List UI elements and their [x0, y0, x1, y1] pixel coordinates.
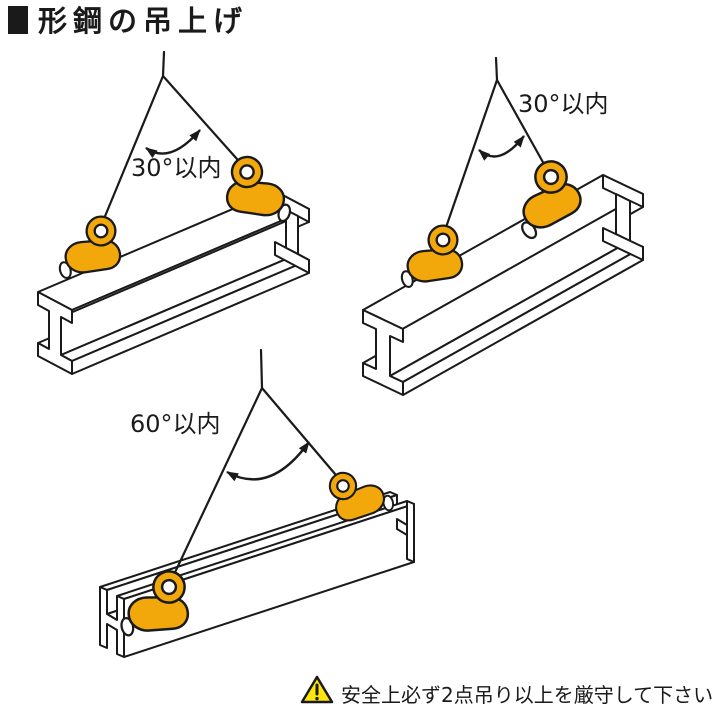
angle-label: 60°以内	[130, 410, 221, 438]
page-title-text: 形鋼の吊上げ	[38, 4, 248, 38]
diagram-30deg-right: 30°以内	[362, 56, 644, 396]
sling-ropes	[168, 348, 343, 585]
angle-label: 30°以内	[518, 90, 609, 118]
warning-text: 安全上必ず2点吊り以上を厳守して下さい。	[341, 683, 713, 707]
diagram-30deg-left: 30°以内	[37, 50, 310, 375]
angle-arc-arrow	[226, 441, 310, 482]
angle-arc-arrow	[478, 135, 525, 161]
page-title: 形鋼の吊上げ	[8, 4, 248, 38]
title-square-bullet	[8, 6, 28, 34]
h-beam-on-side	[99, 491, 415, 658]
warning-triangle-icon	[300, 675, 334, 704]
angle-label: 30°以内	[131, 154, 222, 182]
safety-warning: 安全上必ず2点吊り以上を厳守して下さい。	[300, 675, 713, 707]
diagram-60deg-bottom: 60°以内	[99, 348, 415, 658]
angle-arc-arrow	[145, 129, 201, 159]
sling-ropes	[99, 50, 247, 228]
h-beam	[37, 190, 310, 375]
sling-ropes	[441, 56, 551, 238]
